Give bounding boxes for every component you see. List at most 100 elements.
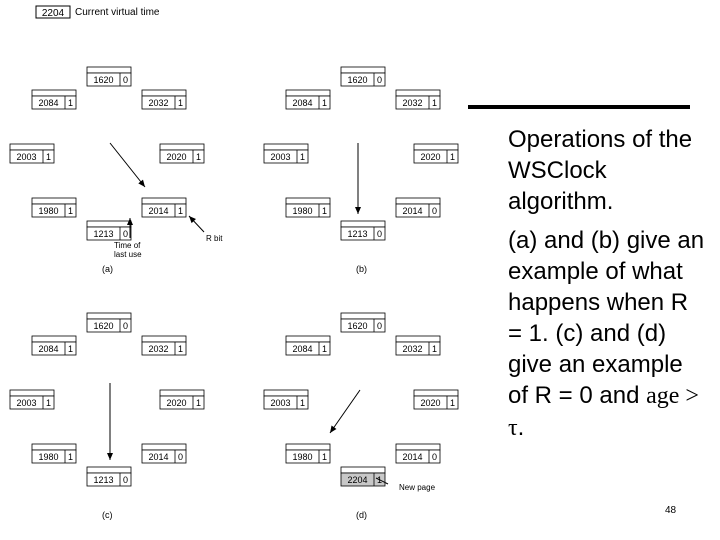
- page-time-of-last-use: 2014: [148, 452, 168, 462]
- clock-hand-arrow-head: [107, 453, 113, 460]
- page-r-bit: 0: [377, 229, 382, 239]
- page-frame-header: [263, 143, 309, 151]
- page-time-of-last-use: 2020: [420, 398, 440, 408]
- page-time-of-last-use: 2020: [166, 152, 186, 162]
- page-time-of-last-use: 2014: [402, 206, 422, 216]
- virtual-time-box: [35, 5, 71, 19]
- page-time-of-last-use: 1620: [93, 321, 113, 331]
- slide-paragraph-1: Operations of the WSClock algorithm.: [508, 126, 693, 215]
- slide-paragraph-2-text: (a) and (b) give an example of what happ…: [508, 227, 705, 409]
- page-r-bit: 1: [450, 152, 455, 162]
- page-r-bit: 0: [123, 475, 128, 485]
- page-frame-header: [159, 389, 205, 397]
- panel-caption: (b): [356, 264, 367, 274]
- page-r-bit: 1: [322, 206, 327, 216]
- page-time-of-last-use: 1213: [93, 229, 113, 239]
- panel-caption: (d): [356, 510, 367, 520]
- page-time-of-last-use: 2084: [292, 344, 312, 354]
- slide-paragraph-2-end: .: [517, 414, 525, 441]
- r-bit-pointer-arrow-head: [189, 216, 196, 224]
- page-time-of-last-use: 2003: [270, 398, 290, 408]
- page-frame: 2014 0: [395, 443, 441, 464]
- page-frame-header: [141, 335, 187, 343]
- slide-paragraph-2: (a) and (b) give an example of what happ…: [508, 225, 708, 444]
- page-time-of-last-use: 2032: [148, 98, 168, 108]
- panel-caption: (a): [102, 264, 113, 274]
- page-frame: 2020 1: [413, 143, 459, 164]
- page-time-of-last-use: 2003: [270, 152, 290, 162]
- clock-hand-arrow-head: [330, 425, 337, 433]
- page-r-bit: 1: [300, 152, 305, 162]
- page-r-bit: 1: [196, 152, 201, 162]
- page-r-bit: 1: [68, 452, 73, 462]
- time-of-last-use-arrow-head: [127, 218, 133, 225]
- page-r-bit: 1: [68, 98, 73, 108]
- page-r-bit: 0: [432, 452, 437, 462]
- page-r-bit: 0: [432, 206, 437, 216]
- page-frame: 2020 1: [159, 143, 205, 164]
- page-frame-header: [340, 466, 386, 474]
- clock-hand-arrow: [329, 389, 361, 434]
- page-time-of-last-use: 2014: [402, 452, 422, 462]
- page-r-bit: 0: [123, 75, 128, 85]
- page-frame-header: [413, 143, 459, 151]
- page-frame: 2014 0: [395, 197, 441, 218]
- page-r-bit: 0: [178, 452, 183, 462]
- r-bit-label: R bit: [206, 234, 223, 243]
- page-frame-header: [340, 66, 386, 74]
- page-frame-header: [263, 389, 309, 397]
- page-frame-header: [340, 220, 386, 228]
- page-r-bit: 1: [178, 206, 183, 216]
- clock-hand-arrow-head: [355, 207, 361, 214]
- title-rule: [468, 105, 690, 109]
- page-time-of-last-use: 2204: [347, 475, 367, 485]
- page-time-of-last-use: 2014: [148, 206, 168, 216]
- page-frame-header: [31, 197, 77, 205]
- page-frame: 1213 0: [340, 220, 386, 241]
- page-frame-header: [285, 89, 331, 97]
- page-time-of-last-use: 1213: [347, 229, 367, 239]
- page-time-of-last-use: 2084: [38, 344, 58, 354]
- page-r-bit: 1: [68, 206, 73, 216]
- clock-hand-arrow-head: [138, 179, 145, 187]
- page-r-bit: 1: [46, 152, 51, 162]
- page-frame-header: [9, 143, 55, 151]
- page-frame: 2003 1: [263, 143, 309, 164]
- page-time-of-last-use: 1620: [347, 321, 367, 331]
- page-r-bit: 0: [123, 321, 128, 331]
- clock-hand-arrow: [109, 142, 146, 188]
- page-frame-header: [31, 335, 77, 343]
- page-r-bit: 0: [377, 321, 382, 331]
- page-number: 48: [665, 505, 677, 516]
- page-r-bit: 1: [322, 98, 327, 108]
- page-frame-header: [141, 443, 187, 451]
- page-frame-header: [395, 89, 441, 97]
- page-r-bit: 1: [322, 452, 327, 462]
- page-frame-header: [86, 312, 132, 320]
- page-frame: 2014 0: [141, 443, 187, 464]
- page-r-bit: 1: [178, 98, 183, 108]
- page-frame-header: [86, 220, 132, 228]
- page-frame: 2014 1: [141, 197, 187, 218]
- slide-text: Operations of the WSClock algorithm. (a)…: [508, 124, 708, 444]
- page-time-of-last-use: 2020: [420, 152, 440, 162]
- clock-panel-d: 1620020321208412020120031201401980122041…: [263, 312, 459, 520]
